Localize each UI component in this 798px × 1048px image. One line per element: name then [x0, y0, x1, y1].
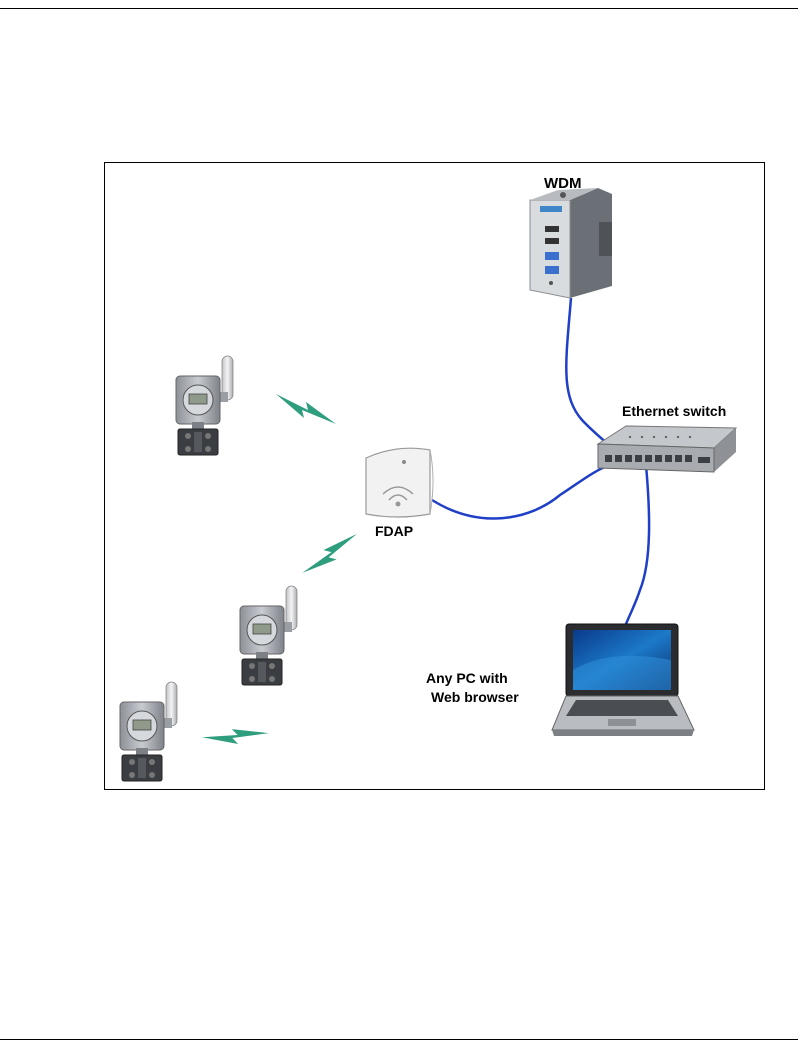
wireless-bolt-1 [276, 394, 336, 424]
wireless-bolt-3 [202, 707, 269, 763]
wdm-device [530, 188, 612, 298]
label-pc-line2: Web browser [431, 689, 519, 705]
laptop-pc [552, 624, 694, 736]
label-wdm: WDM [544, 175, 582, 192]
wireless-bolt-2 [302, 520, 357, 587]
wireless-transmitter-1 [176, 356, 233, 455]
wireless-transmitter-3 [120, 682, 177, 781]
cable-switch-pc [626, 465, 649, 624]
fdap-device [366, 448, 433, 517]
label-fdap: FDAP [375, 523, 413, 539]
ethernet-switch-device [598, 426, 736, 472]
label-pc-line1: Any PC with [426, 670, 508, 686]
wireless-links [202, 394, 357, 763]
wireless-transmitter-2 [240, 586, 297, 685]
label-ethernet-switch: Ethernet switch [622, 403, 726, 419]
cable-fdap-switch [432, 465, 610, 519]
